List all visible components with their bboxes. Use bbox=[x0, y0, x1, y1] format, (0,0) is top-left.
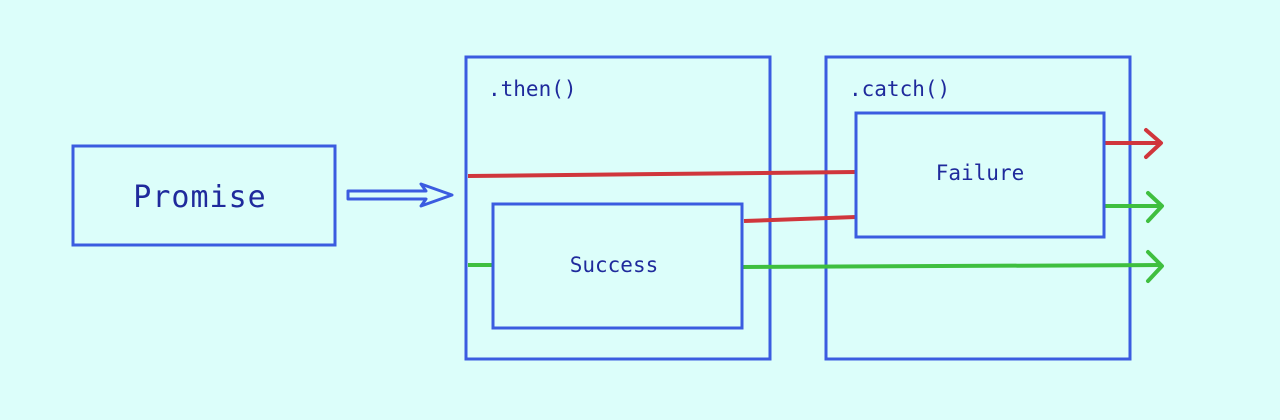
success-node: Success bbox=[491, 202, 744, 330]
red-path-then-to-failure bbox=[467, 170, 857, 178]
green-arrowhead-upper bbox=[1146, 191, 1164, 223]
green-path-success-out bbox=[741, 263, 1161, 269]
red-path-success-to-failure bbox=[743, 215, 857, 223]
promise-to-then-arrow bbox=[346, 182, 454, 208]
green-arrowhead-lower bbox=[1146, 250, 1164, 283]
promise-label: Promise bbox=[133, 180, 266, 215]
then-block: .then() bbox=[464, 55, 772, 361]
rejection-paths bbox=[467, 128, 1163, 223]
then-box bbox=[464, 55, 772, 361]
hollow-arrow-shape bbox=[346, 182, 454, 208]
fulfilled-paths bbox=[468, 191, 1164, 283]
failure-box bbox=[854, 111, 1106, 239]
failure-node: Failure bbox=[854, 111, 1106, 239]
promise-box bbox=[71, 144, 337, 247]
catch-label: .catch() bbox=[849, 77, 950, 101]
failure-label: Failure bbox=[936, 161, 1025, 185]
success-box bbox=[491, 202, 744, 330]
promise-node: Promise bbox=[71, 144, 337, 247]
then-label: .then() bbox=[488, 77, 577, 101]
success-label: Success bbox=[570, 253, 659, 277]
red-arrowhead bbox=[1144, 128, 1163, 159]
